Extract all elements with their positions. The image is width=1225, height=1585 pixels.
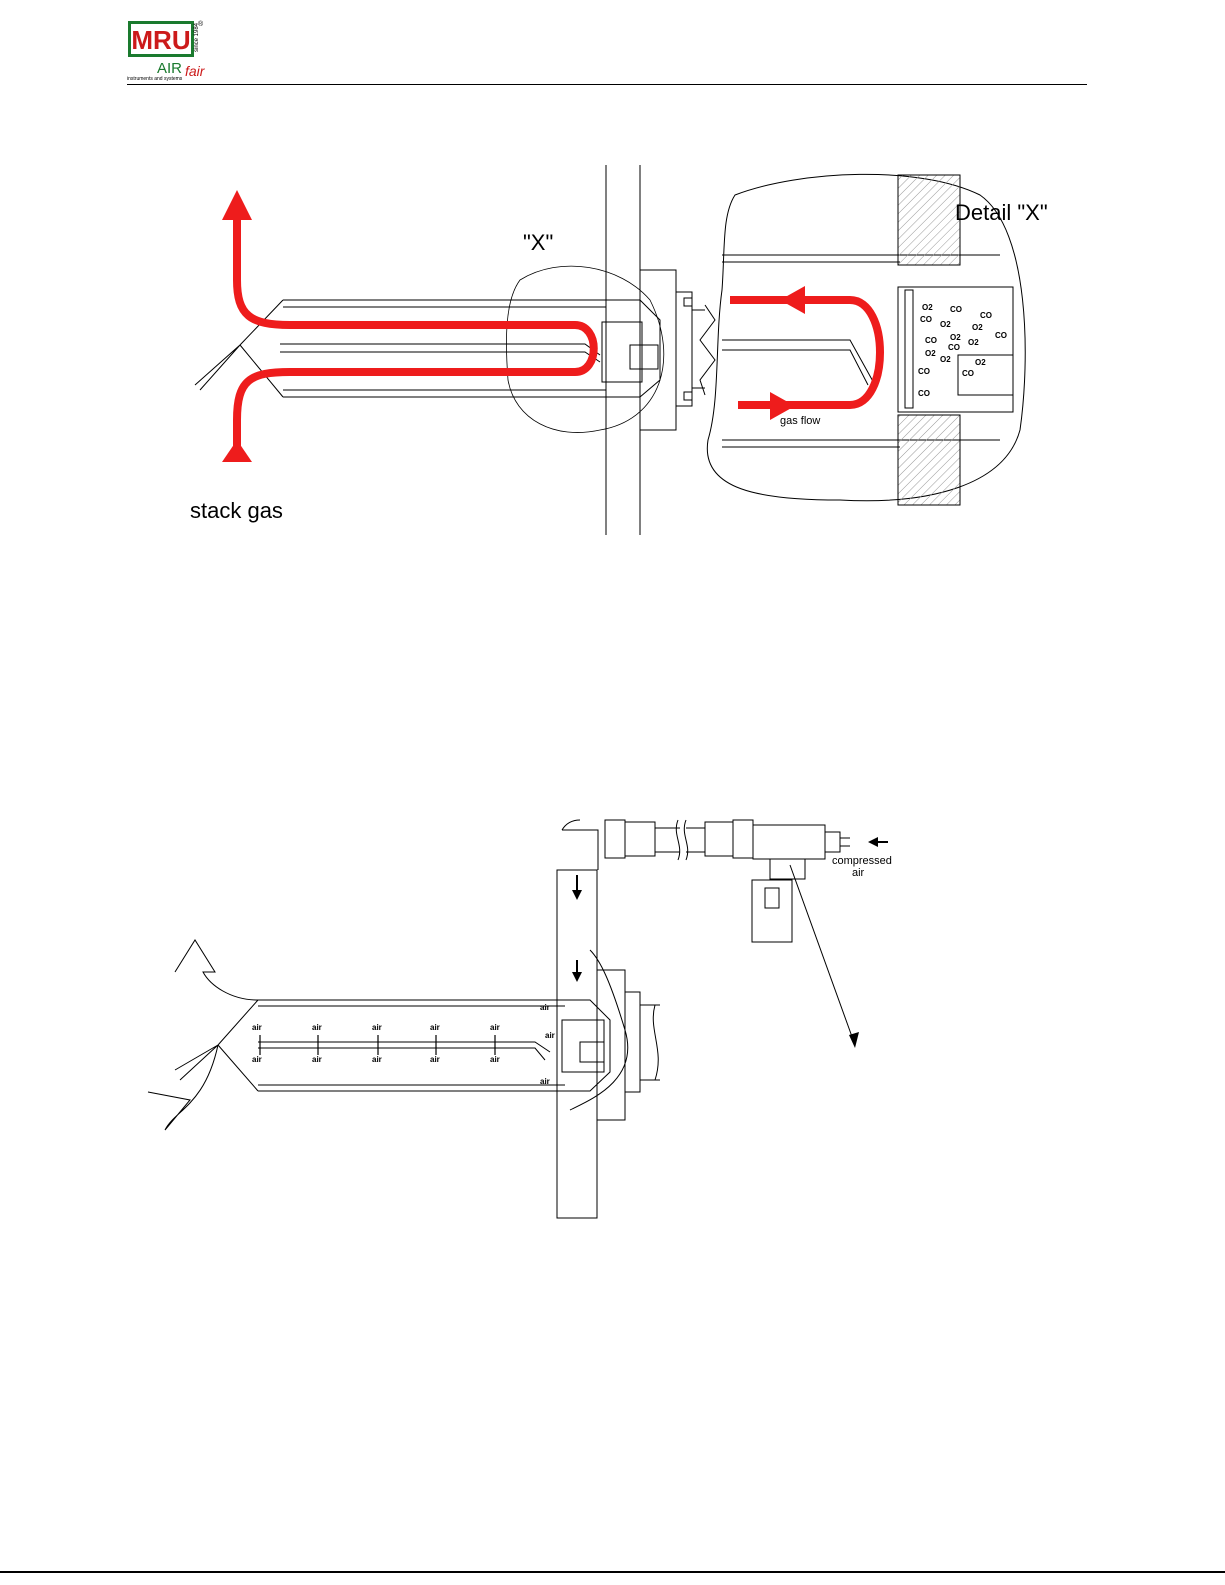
gas-label: O2 [940,355,951,364]
elbow [562,820,598,870]
gas-label: CO [920,315,932,324]
probe-gas-flow-diagram: O2 CO CO O2 CO O2 O2 CO CO O2 CO O2 O2 C… [0,0,1225,600]
gas-label: CO [980,311,992,320]
label-compressed-air: compressed air [832,855,895,879]
vertical-pipe [557,870,597,1218]
valve-body [753,825,825,859]
air-label: air [540,1003,550,1012]
outer-tube-bottom [258,1085,565,1091]
gas-label: O2 [968,338,979,347]
air-label: air [540,1077,550,1086]
leader-line [790,865,855,1045]
fitting-1 [605,820,625,858]
stack-wall [606,165,640,535]
gas-label: O2 [975,358,986,367]
flange-cap [676,292,692,406]
air-label: air [490,1023,500,1032]
air-label: air [372,1023,382,1032]
inner-tube [280,344,600,362]
gas-label: CO [918,389,930,398]
flange [597,970,625,1120]
detail-arrow-left [780,286,805,314]
gas-label: CO [918,367,930,376]
gas-label: O2 [950,333,961,342]
flow-arrow-up [222,190,252,220]
gas-label: O2 [925,349,936,358]
air-label: air [490,1055,500,1064]
label-detail-x: Detail "X" [955,200,1048,225]
gas-label: CO [925,336,937,345]
outer-tube-top [258,1000,565,1006]
gas-label: CO [948,343,960,352]
gas-label: O2 [922,303,933,312]
gas-label: O2 [940,320,951,329]
solenoid [752,880,792,942]
flow-arrow-in [222,440,252,462]
footer-rule [0,1571,1225,1573]
air-label: air [430,1055,440,1064]
gas-label: O2 [972,323,983,332]
air-label: air [312,1055,322,1064]
inner-tube [258,1042,550,1060]
gas-label: CO [962,369,974,378]
outer-tube-bottom [283,390,606,397]
air-label: air [252,1023,262,1032]
air-label: air [252,1055,262,1064]
air-label: air [545,1031,555,1040]
compressed-air-arrow [868,837,878,847]
gas-label: CO [995,331,1007,340]
backflush-diagram: air air air air air air air air air air … [0,780,1225,1240]
label-gas-flow: gas flow [780,415,820,427]
outflow-arrow-down [148,1045,218,1130]
air-label: air [312,1023,322,1032]
air-label: air [372,1055,382,1064]
gas-label: CO [950,305,962,314]
label-x: "X" [523,230,553,255]
label-stack-gas: stack gas [190,498,283,523]
fitting-2 [705,822,733,856]
outflow-arrow-up [175,940,258,1000]
air-label: air [430,1023,440,1032]
outer-tube-top [283,300,606,307]
